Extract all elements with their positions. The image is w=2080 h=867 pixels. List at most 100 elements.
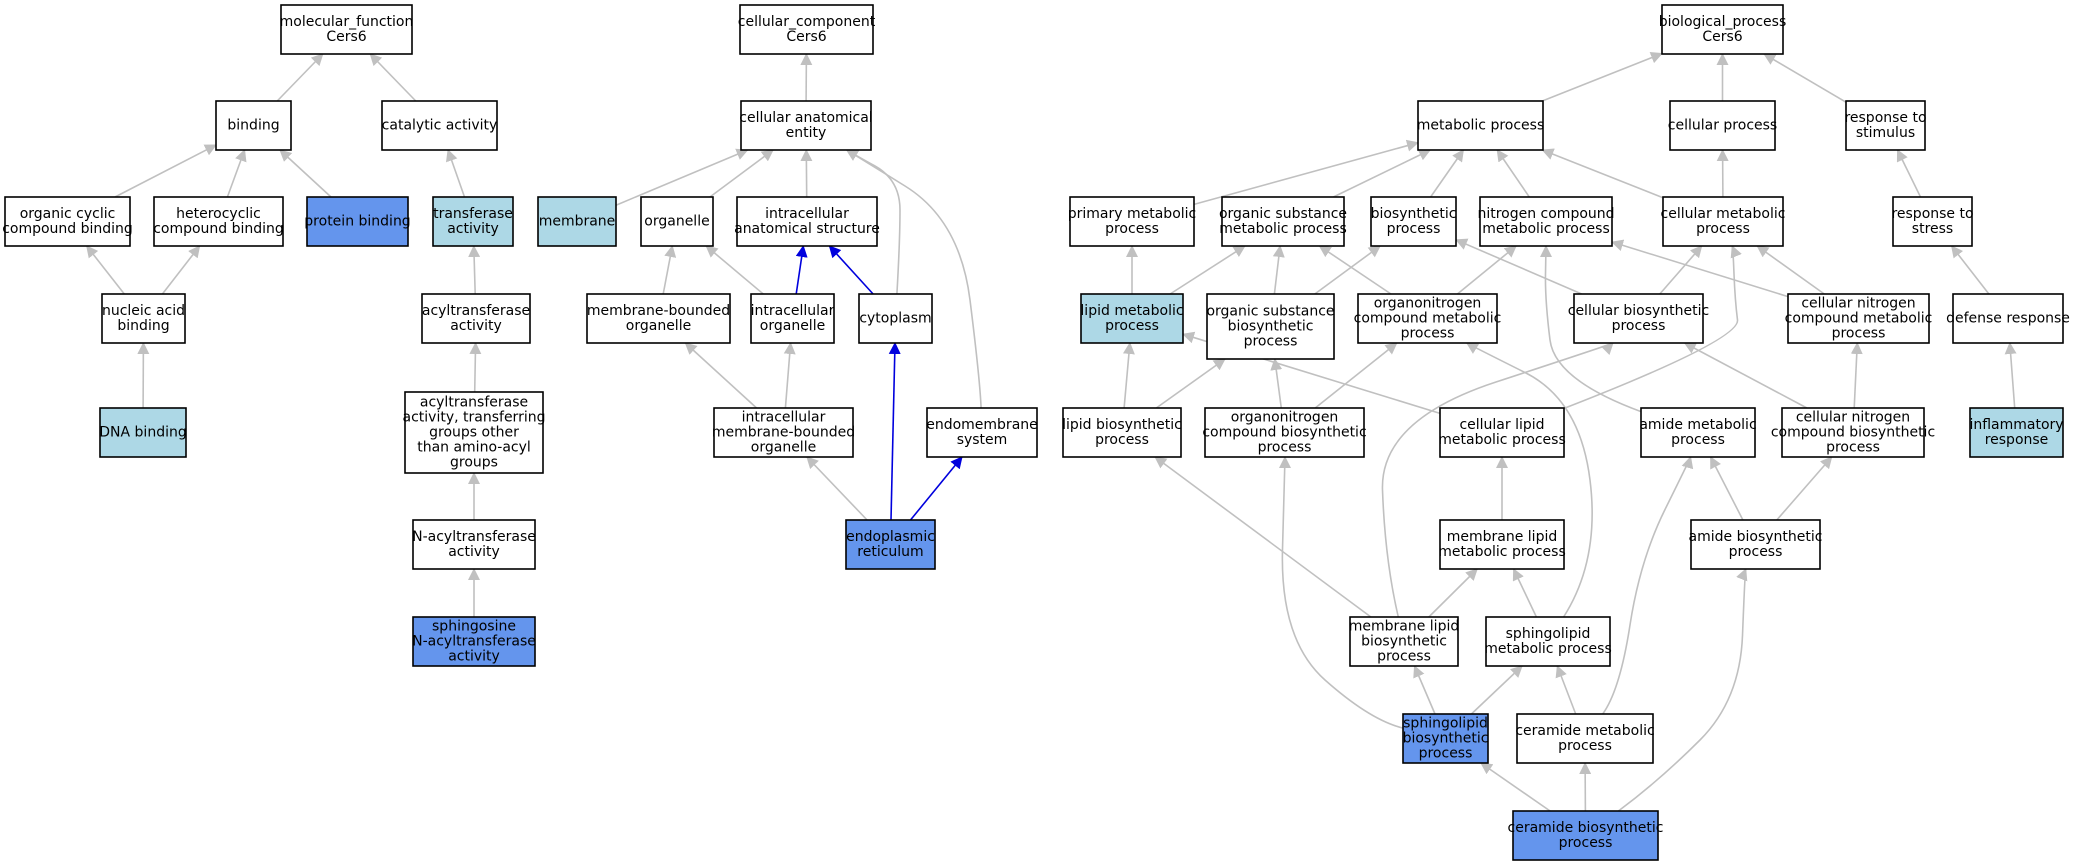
edge-line bbox=[1541, 148, 1664, 199]
node-box bbox=[381, 100, 498, 151]
node-label-line: compound metabolic bbox=[1354, 311, 1502, 327]
node-protein-binding[interactable]: protein binding bbox=[304, 196, 411, 247]
node-label-line: biosynthetic bbox=[1403, 731, 1489, 747]
edge-line bbox=[2004, 342, 2017, 409]
node-box bbox=[739, 4, 874, 55]
edge-sphingo_bio-to-mem_lipid_bio bbox=[1413, 665, 1436, 715]
edge-line bbox=[1272, 245, 1285, 295]
edge-line bbox=[888, 342, 901, 521]
edge-line bbox=[1278, 456, 1404, 729]
node-label-line: membrane lipid bbox=[1349, 619, 1460, 635]
edge-line bbox=[161, 245, 201, 295]
node-box bbox=[1439, 407, 1565, 458]
edge-imbo-to-mbo bbox=[684, 342, 758, 409]
edge-cell_N_bio-to-cell_bio bbox=[1683, 342, 1808, 409]
node-label-line: process bbox=[1095, 432, 1149, 448]
node-label-line: process bbox=[1832, 326, 1886, 342]
node-cytoplasm[interactable]: cytoplasm bbox=[858, 293, 933, 344]
node-label-line: amide metabolic bbox=[1639, 417, 1756, 433]
edge-line bbox=[1333, 149, 1431, 198]
edge-primary_met-to-metabolic bbox=[1193, 139, 1419, 206]
node-label-line: compound metabolic bbox=[1785, 311, 1933, 327]
node-label-line: process bbox=[1696, 221, 1750, 237]
node-catalytic[interactable]: catalytic activity bbox=[381, 100, 498, 151]
node-label-line: primary metabolic bbox=[1068, 206, 1197, 222]
edge-endomembrane-to-cae bbox=[845, 149, 982, 409]
node-defense[interactable]: defense response bbox=[1946, 293, 2070, 344]
edge-sphingo_met-to-mem_lipid_met bbox=[1512, 568, 1538, 618]
node-box bbox=[1662, 196, 1784, 247]
node-label-line: metabolic process bbox=[1219, 221, 1347, 237]
node-label-line: process bbox=[1105, 318, 1159, 334]
edge-mem_lipid_bio-to-cell_bio bbox=[1381, 342, 1614, 618]
node-label-line: compound binding bbox=[2, 221, 133, 237]
node-cellular-process[interactable]: cellular process bbox=[1668, 100, 1777, 151]
node-metabolic[interactable]: metabolic process bbox=[1417, 100, 1545, 151]
node-organelle[interactable]: organelle bbox=[640, 196, 714, 247]
edge-resp_stress-to-resp_stimulus bbox=[1896, 149, 1922, 198]
node-membrane[interactable]: membrane bbox=[537, 196, 617, 247]
node-label-line: process bbox=[1377, 649, 1431, 665]
edge-ceramide_met-to-amide_met bbox=[1602, 456, 1694, 715]
node-label-line: acyltransferase bbox=[422, 303, 530, 319]
edge-line bbox=[1776, 456, 1833, 521]
edge-line bbox=[1413, 665, 1436, 715]
node-box bbox=[1787, 293, 1930, 344]
edge-binding-to-mf bbox=[276, 53, 324, 102]
node-label-line: process bbox=[1244, 334, 1298, 350]
edge-line bbox=[1314, 342, 1398, 409]
node-label-line: Cers6 bbox=[786, 29, 826, 45]
node-label-line: binding bbox=[227, 118, 279, 134]
edge-metabolic-to-bp bbox=[1542, 51, 1663, 102]
node-label-line: biological_process bbox=[1659, 14, 1787, 30]
node-dna-binding[interactable]: DNA binding bbox=[99, 407, 187, 458]
node-binding[interactable]: binding bbox=[215, 100, 292, 151]
node-label-line: process bbox=[1671, 432, 1725, 448]
edge-line bbox=[795, 245, 808, 295]
node-label-line: cellular metabolic bbox=[1661, 206, 1786, 222]
